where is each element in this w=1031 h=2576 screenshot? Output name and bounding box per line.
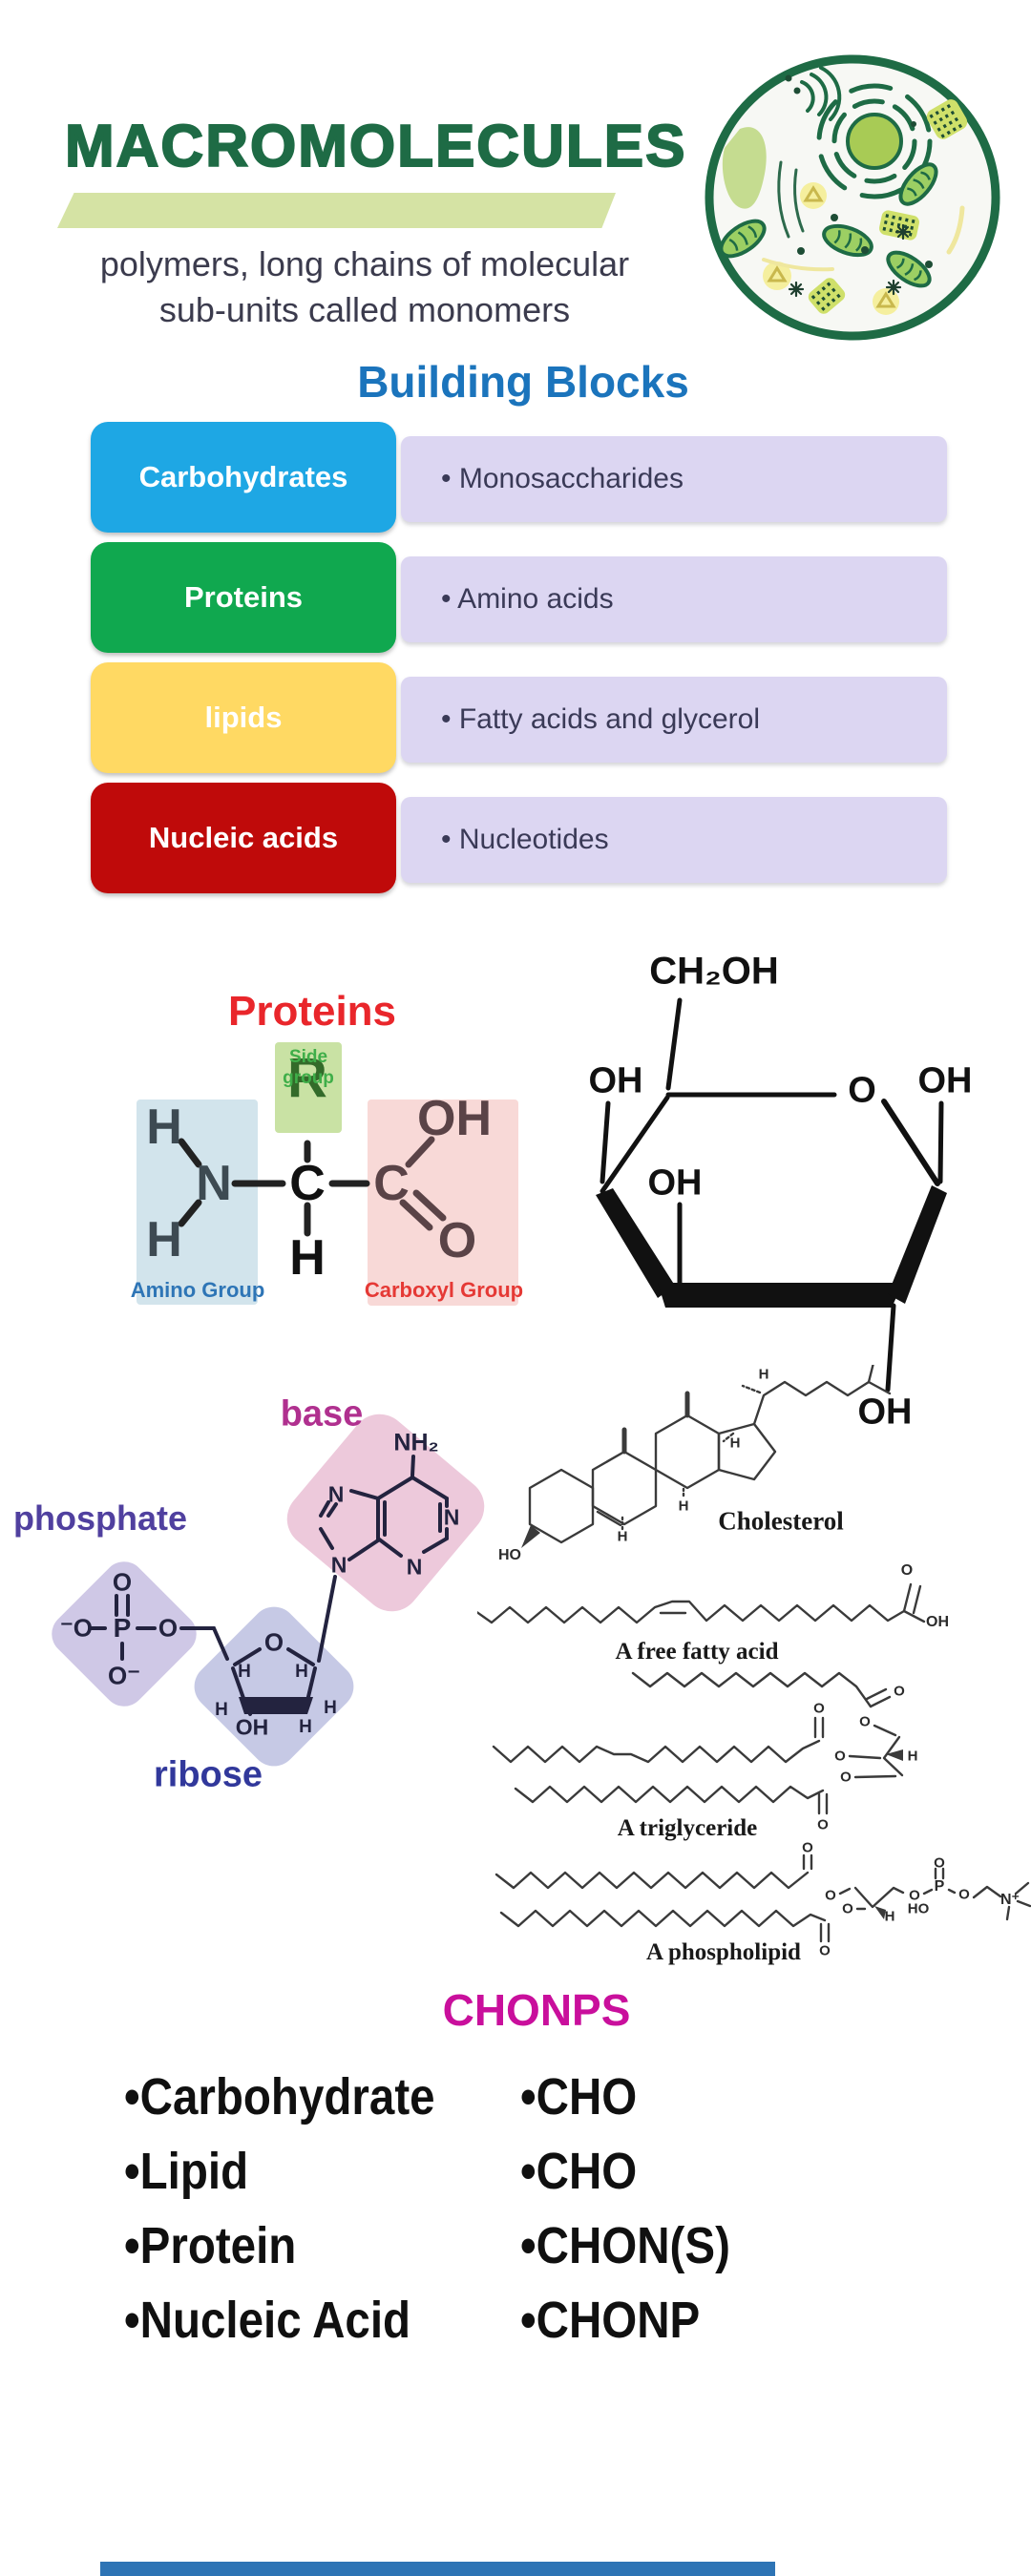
- side-group-r: R: [287, 1047, 327, 1110]
- carboxyl-o: O: [437, 1213, 477, 1268]
- ribose-oh: OH: [235, 1714, 269, 1740]
- side-group-box: [275, 1042, 342, 1133]
- ribose-o: O: [263, 1627, 284, 1657]
- fatty-acid-label: A free fatty acid: [615, 1639, 779, 1665]
- carboxyl-group-label: Carboxyl Group: [364, 1278, 524, 1302]
- row-proteins-tab: Proteins: [91, 542, 396, 653]
- glucose-oh-left: OH: [588, 1060, 643, 1101]
- phosphate-o-mid: O: [158, 1613, 179, 1643]
- chonps-name-carbohydrate: •Carbohydrate: [124, 2068, 435, 2126]
- phospholipid-o-bot-dbl: O: [819, 1942, 831, 1959]
- page-title: MACROMOLECULES: [64, 113, 687, 180]
- phospholipid-p: P: [934, 1878, 945, 1895]
- glucose-ring: [596, 997, 947, 1393]
- ribose-h-right: H: [324, 1698, 337, 1718]
- chonps-name-protein: •Protein: [124, 2217, 297, 2274]
- phospholipid-o-top: O: [825, 1887, 836, 1904]
- row-lipids-tab: lipids: [91, 662, 396, 773]
- amino-h2: H: [146, 1212, 182, 1267]
- row-proteins-monomer: • Amino acids: [401, 556, 947, 642]
- carboxyl-group-box: [368, 1100, 518, 1306]
- row-nucleic-acids-monomer: • Nucleotides: [401, 797, 947, 883]
- building-blocks-heading: Building Blocks: [357, 357, 689, 407]
- phosphate-label: phosphate: [12, 1498, 188, 1538]
- lipid-structures: [477, 1365, 1031, 1943]
- phospholipid-o-top-dbl: O: [802, 1839, 813, 1856]
- bottom-cropped-bar: [100, 2562, 775, 2576]
- carboxyl-oh: OH: [417, 1091, 492, 1146]
- nucleotide-diagram: [52, 1414, 485, 1767]
- triglyceride-o-bot: O: [840, 1769, 852, 1786]
- side-group-label-2: group: [283, 1068, 334, 1088]
- phospholipid-n-plus: N⁺: [1000, 1892, 1020, 1908]
- ribose-h-c4: H: [238, 1662, 251, 1682]
- cholesterol-label: Cholesterol: [718, 1506, 844, 1536]
- amino-acid-bonds: [178, 1136, 447, 1237]
- row-carbohydrates-monomer: • Monosaccharides: [401, 436, 947, 522]
- glucose-oh-bottom: OH: [857, 1392, 913, 1433]
- phospholipid-label: A phospholipid: [646, 1939, 801, 1965]
- phospholipid-o-p-top: O: [934, 1854, 945, 1872]
- cholesterol-h-c17: H: [729, 1435, 741, 1452]
- row-nucleic-acids-tab: Nucleic acids: [91, 783, 396, 893]
- triglyceride-o-top-dbl: O: [894, 1683, 905, 1700]
- phospholipid-o-link: O: [909, 1887, 920, 1904]
- side-group-label-1: Side: [288, 1047, 328, 1067]
- chonps-heading: CHONPS: [442, 1985, 631, 2035]
- phospholipid-ho: HO: [907, 1900, 930, 1917]
- phosphate-o-top: O: [112, 1567, 133, 1597]
- phosphate-o-bottom: O⁻: [108, 1661, 140, 1690]
- adenine-n7: N: [327, 1481, 345, 1507]
- row-carbohydrates-tab: Carbohydrates: [91, 422, 396, 533]
- glucose-oh-right: OH: [917, 1060, 973, 1101]
- cholesterol-h-left: H: [617, 1528, 628, 1545]
- chonps-name-nucleic-acid: •Nucleic Acid: [124, 2292, 411, 2349]
- phospholipid-o-bot: O: [842, 1900, 853, 1917]
- adenine-n3: N: [406, 1554, 423, 1580]
- chonps-formula-carbohydrate: •CHO: [520, 2068, 638, 2126]
- phospholipid-o-right: O: [958, 1886, 970, 1903]
- row-lipids-monomer: • Fatty acids and glycerol: [401, 677, 947, 763]
- amino-h1: H: [146, 1100, 182, 1155]
- ribose-h-bottom: H: [299, 1717, 312, 1737]
- fatty-acid-o: O: [900, 1562, 914, 1579]
- chonps-name-lipid: •Lipid: [124, 2143, 249, 2200]
- glucose-ring-o: O: [848, 1070, 876, 1111]
- triglyceride-o-mid: O: [834, 1748, 846, 1765]
- phosphate-o-left: ⁻O: [60, 1613, 93, 1643]
- glucose-oh-mid: OH: [647, 1162, 703, 1204]
- fatty-acid-oh: OH: [926, 1614, 949, 1630]
- cholesterol-ho: HO: [498, 1547, 521, 1563]
- amino-group-label: Amino Group: [130, 1278, 265, 1302]
- alpha-carbon: C: [289, 1156, 326, 1211]
- alpha-h: H: [289, 1230, 326, 1286]
- adenine-n1: N: [443, 1504, 460, 1530]
- adenine-n9: N: [330, 1552, 347, 1578]
- glucose-ch2oh: CH₂OH: [649, 950, 779, 993]
- ribose-h-c1: H: [295, 1662, 308, 1682]
- proteins-heading: Proteins: [227, 988, 397, 1035]
- phosphate-p: P: [113, 1613, 132, 1643]
- subtitle-line-2: sub-units called monomers: [158, 290, 571, 329]
- cell-illustration: [705, 54, 1000, 341]
- chonps-formula-protein: •CHON(S): [520, 2217, 730, 2274]
- phospholipid-h: H: [884, 1908, 895, 1925]
- ribose-label: ribose: [153, 1754, 263, 1795]
- chonps-formula-lipid: •CHO: [520, 2143, 638, 2200]
- subtitle-line-1: polymers, long chains of molecular: [99, 244, 630, 283]
- cholesterol-h-top: H: [758, 1366, 769, 1383]
- base-label: base: [280, 1393, 364, 1435]
- amino-n: N: [196, 1156, 232, 1211]
- ribose-h-left: H: [215, 1700, 228, 1720]
- cholesterol-h-mid: H: [678, 1497, 689, 1515]
- adenine-nh2: NH₂: [393, 1429, 439, 1456]
- title-underline-bar: [57, 193, 616, 228]
- triglyceride-o-bot-dbl: O: [817, 1816, 829, 1833]
- triglyceride-h: H: [907, 1748, 918, 1765]
- chonps-formula-nucleic-acid: •CHONP: [520, 2292, 701, 2349]
- triglyceride-o-mid-dbl: O: [813, 1700, 825, 1717]
- carboxyl-c: C: [373, 1156, 410, 1211]
- triglyceride-o-top: O: [859, 1713, 871, 1730]
- triglyceride-label: A triglyceride: [617, 1815, 758, 1841]
